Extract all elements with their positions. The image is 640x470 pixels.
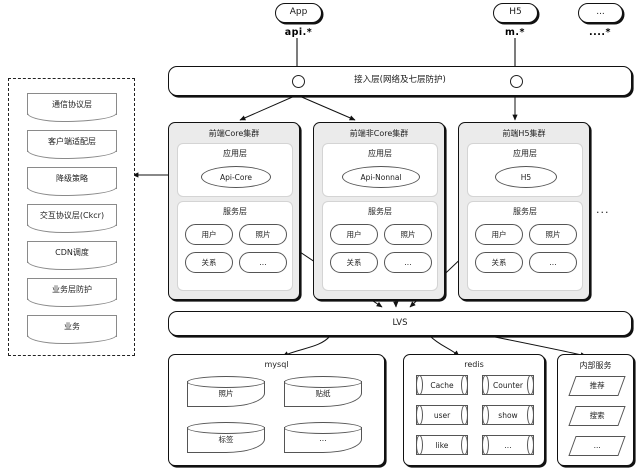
- service-node[interactable]: 关系: [475, 252, 523, 273]
- storage-group-redis[interactable]: redis Cache Counter user show like ...: [403, 354, 545, 466]
- service-node[interactable]: 用户: [475, 224, 523, 245]
- internal-service-node[interactable]: 推荐: [568, 376, 626, 396]
- db-cylinder[interactable]: 贴纸: [284, 376, 362, 407]
- redis-node[interactable]: user: [416, 405, 468, 425]
- redis-node[interactable]: like: [416, 435, 468, 455]
- cylinder-top: [284, 422, 362, 434]
- group-title: 内部服务: [579, 361, 612, 370]
- internal-service-node[interactable]: 搜索: [568, 406, 626, 426]
- cluster-non-core[interactable]: 前端非Core集群 应用层 Api-Nonnal 服务层 用户 照片 关系 ..…: [313, 122, 445, 300]
- redis-node[interactable]: show: [482, 405, 534, 425]
- service-node[interactable]: 用户: [185, 224, 233, 245]
- stack-item-2[interactable]: 降级策略: [27, 167, 117, 196]
- stack-item-1[interactable]: 客户端适配层: [27, 130, 117, 159]
- redis-node[interactable]: Cache: [416, 375, 468, 395]
- db-label: 照片: [218, 389, 234, 398]
- client-node-other[interactable]: ...: [578, 3, 623, 23]
- app-node[interactable]: H5: [495, 166, 557, 188]
- stack-item-3[interactable]: 交互协议层(Ckcr): [27, 204, 117, 233]
- stack-item-5[interactable]: 业务层防护: [27, 278, 117, 307]
- app-layer-panel: 应用层 Api-Core: [177, 143, 293, 197]
- db-cylinder[interactable]: 标签: [187, 422, 265, 453]
- cluster-core[interactable]: 前端Core集群 应用层 Api-Core 服务层 用户 照片 关系 ...: [168, 122, 300, 300]
- app-layer-title: 应用层: [223, 149, 247, 158]
- db-label: 贴纸: [315, 389, 331, 398]
- storage-group-mysql[interactable]: mysql 照片 贴纸 标签 ...: [168, 354, 385, 466]
- cluster-title: 前端非Core集群: [349, 129, 409, 138]
- service-node[interactable]: ...: [239, 252, 287, 273]
- service-layer-panel: 服务层 用户 照片 关系 ...: [467, 201, 583, 291]
- db-label: ...: [319, 434, 327, 443]
- stack-item-4[interactable]: CDN调度: [27, 241, 117, 270]
- group-title: redis: [464, 360, 484, 369]
- protocol-label-other: ....*: [589, 26, 611, 38]
- app-layer-title: 应用层: [368, 149, 392, 158]
- service-node[interactable]: 关系: [185, 252, 233, 273]
- service-node[interactable]: ...: [529, 252, 577, 273]
- client-label: H5: [509, 7, 522, 18]
- lvs-bar[interactable]: LVS: [168, 311, 632, 336]
- db-cylinder[interactable]: 照片: [187, 376, 265, 407]
- app-node[interactable]: Api-Nonnal: [342, 166, 420, 188]
- db-label: 标签: [218, 435, 234, 444]
- app-layer-title: 应用层: [513, 149, 537, 158]
- client-label: App: [289, 7, 308, 18]
- cylinder-top: [284, 376, 362, 388]
- service-node[interactable]: ...: [384, 252, 432, 273]
- lvs-label: LVS: [392, 317, 408, 328]
- client-label: ...: [596, 7, 605, 18]
- cluster-title: 前端H5集群: [502, 129, 546, 138]
- service-layer-title: 服务层: [223, 207, 247, 216]
- group-title: mysql: [264, 360, 289, 369]
- service-layer-panel: 服务层 用户 照片 关系 ...: [322, 201, 438, 291]
- service-node[interactable]: 用户: [330, 224, 378, 245]
- redis-node[interactable]: ...: [482, 435, 534, 455]
- clusters-more-ellipsis: ...: [596, 203, 610, 216]
- cylinder-top: [187, 422, 265, 434]
- app-layer-panel: 应用层 H5: [467, 143, 583, 197]
- access-knob-h5: [510, 75, 523, 88]
- client-node-app[interactable]: App: [275, 3, 322, 23]
- stack-item-0[interactable]: 通信协议层: [27, 93, 117, 122]
- cluster-h5[interactable]: 前端H5集群 应用层 H5 服务层 用户 照片 关系 ...: [458, 122, 590, 300]
- access-layer-bar[interactable]: 接入层(网络及七层防护): [168, 66, 632, 96]
- cluster-title: 前端Core集群: [208, 129, 260, 138]
- protocol-label-m: m.*: [505, 26, 525, 38]
- service-layer-title: 服务层: [513, 207, 537, 216]
- internal-service-node[interactable]: ...: [568, 436, 626, 456]
- service-node[interactable]: 照片: [239, 224, 287, 245]
- app-node[interactable]: Api-Core: [201, 166, 271, 188]
- service-node[interactable]: 照片: [384, 224, 432, 245]
- service-layer-title: 服务层: [368, 207, 392, 216]
- storage-group-internal[interactable]: 内部服务 推荐 搜索 ...: [557, 354, 634, 466]
- client-stack-panel: 通信协议层 客户端适配层 降级策略 交互协议层(Ckcr) CDN调度 业务层防…: [8, 78, 135, 356]
- service-layer-panel: 服务层 用户 照片 关系 ...: [177, 201, 293, 291]
- redis-node[interactable]: Counter: [482, 375, 534, 395]
- service-node[interactable]: 关系: [330, 252, 378, 273]
- access-knob-app: [292, 75, 305, 88]
- cylinder-top: [187, 376, 265, 388]
- protocol-label-api: api.*: [284, 26, 313, 38]
- db-cylinder[interactable]: ...: [284, 422, 362, 453]
- stack-item-6[interactable]: 业务: [27, 315, 117, 344]
- client-node-h5[interactable]: H5: [493, 3, 538, 23]
- access-layer-label: 接入层(网络及七层防护): [354, 75, 446, 86]
- app-layer-panel: 应用层 Api-Nonnal: [322, 143, 438, 197]
- service-node[interactable]: 照片: [529, 224, 577, 245]
